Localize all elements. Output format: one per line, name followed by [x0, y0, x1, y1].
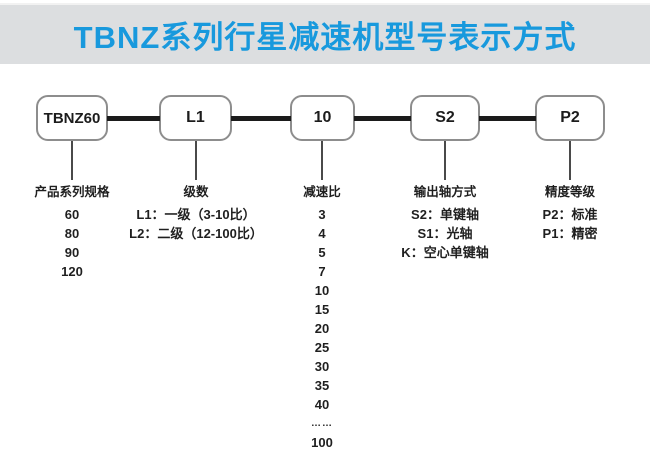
- spec-column-stage: 级数 L1：一级（3-10比） L2：二级（12-100比）: [129, 181, 263, 243]
- spec-column-ratio: 减速比 3 4 5 7 10 15 20 25 30 35 40 …… 100: [303, 181, 341, 452]
- drop-line: [71, 141, 73, 180]
- column-items: P2：标准 P1：精密: [543, 205, 598, 243]
- column-item: 60: [64, 207, 80, 222]
- column-item: S2：单键轴: [411, 207, 479, 222]
- column-item: K：空心单键轴: [401, 245, 489, 260]
- model-box-precision: P2: [535, 95, 605, 141]
- model-box-output-shaft: S2: [410, 95, 480, 141]
- column-header: 输出轴方式: [413, 185, 477, 199]
- column-item: 100: [311, 435, 333, 450]
- column-items: 3 4 5 7 10 15 20 25 30 35 40 …… 100: [303, 205, 341, 452]
- column-item: 120: [61, 264, 83, 279]
- page-title: TBNZ系列行星减速机型号表示方式: [73, 20, 577, 55]
- column-item: 90: [64, 245, 80, 260]
- column-items: L1：一级（3-10比） L2：二级（12-100比）: [129, 205, 263, 243]
- column-item: ……: [310, 418, 333, 429]
- spec-column-output-shaft: 输出轴方式 S2：单键轴 S1：光轴 K：空心单键轴: [401, 181, 488, 262]
- column-item: 4: [318, 226, 326, 241]
- header-bar: TBNZ系列行星减速机型号表示方式: [0, 3, 650, 64]
- spec-column-precision: 精度等级 P2：标准 P1：精密: [543, 181, 598, 243]
- column-item: 20: [314, 321, 330, 336]
- column-item: 25: [314, 340, 330, 355]
- connector-line: [107, 116, 160, 121]
- drop-line: [444, 141, 446, 180]
- column-items: S2：单键轴 S1：光轴 K：空心单键轴: [401, 205, 488, 262]
- drop-line: [321, 141, 323, 180]
- model-box-stage: L1: [159, 95, 232, 141]
- drop-line: [569, 141, 571, 180]
- connector-line: [479, 116, 536, 121]
- spec-column-series: 产品系列规格 60 80 90 120: [34, 181, 109, 281]
- column-item: 40: [314, 397, 330, 412]
- column-item: 5: [318, 245, 326, 260]
- column-header: 级数: [183, 185, 209, 199]
- column-item: 3: [318, 207, 326, 222]
- column-item: P2：标准: [542, 207, 598, 222]
- column-item: 7: [318, 264, 326, 279]
- connector-line: [231, 116, 291, 121]
- column-header: 减速比: [303, 185, 341, 199]
- column-header: 产品系列规格: [34, 185, 110, 199]
- column-header: 精度等级: [544, 185, 595, 199]
- column-items: 60 80 90 120: [34, 205, 109, 281]
- connector-line: [354, 116, 411, 121]
- column-item: L2：二级（12-100比）: [129, 226, 263, 241]
- column-item: 35: [314, 378, 330, 393]
- column-item: 30: [314, 359, 330, 374]
- model-box-series: TBNZ60: [36, 95, 108, 141]
- column-item: S1：光轴: [417, 226, 473, 241]
- column-item: 15: [314, 302, 330, 317]
- model-box-ratio: 10: [290, 95, 355, 141]
- column-item: 10: [314, 283, 330, 298]
- column-item: L1：一级（3-10比）: [136, 207, 256, 222]
- drop-line: [195, 141, 197, 180]
- column-item: 80: [64, 226, 80, 241]
- column-item: P1：精密: [542, 226, 598, 241]
